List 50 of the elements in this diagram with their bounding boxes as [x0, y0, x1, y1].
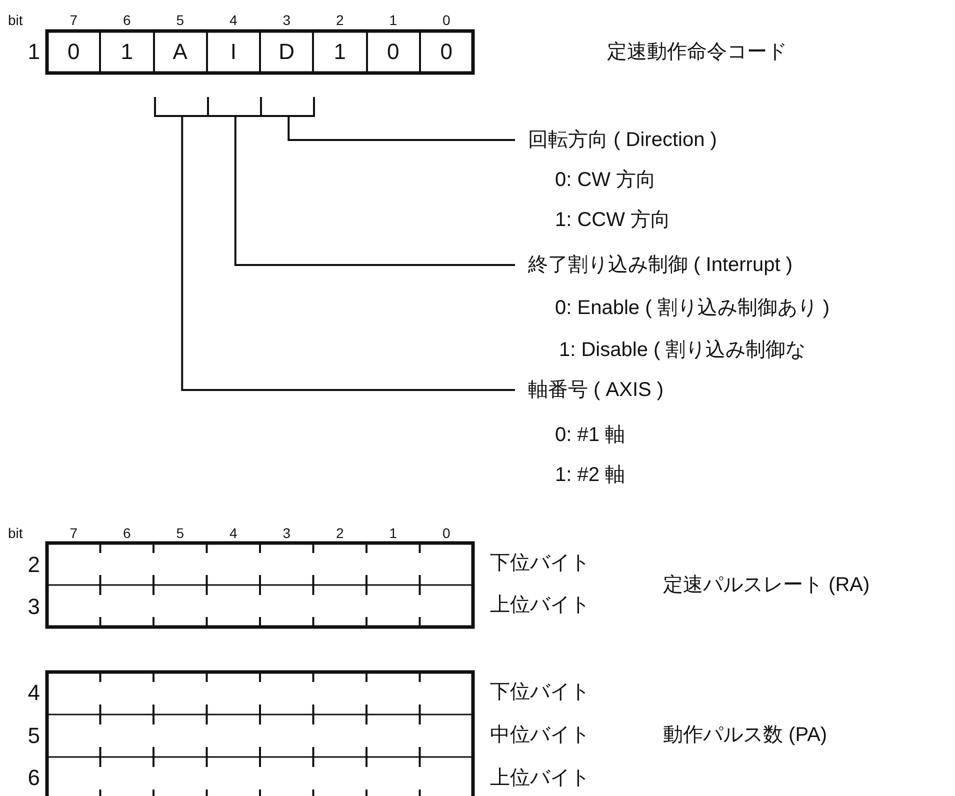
- bit-cell: D: [260, 31, 314, 73]
- option-text: 0: #1 軸: [555, 425, 626, 445]
- bit-number: 7: [70, 526, 78, 540]
- leader-line: [234, 116, 515, 266]
- option-text: 1: CCW 方向: [555, 210, 671, 230]
- option-text: 1: #2 軸: [555, 465, 626, 485]
- row-number: 4: [28, 682, 40, 704]
- byte-label: 上位バイト: [490, 595, 590, 615]
- bit-number: 5: [176, 13, 184, 27]
- bit-cell: 1: [100, 31, 154, 73]
- bit-number: 5: [176, 526, 184, 540]
- register-title: 定速動作命令コード: [607, 42, 787, 62]
- option-text: 0: Enable ( 割り込み制御あり ): [555, 298, 830, 318]
- bit-label: bit: [8, 13, 23, 27]
- bit-number: 2: [336, 13, 344, 27]
- leader-line: [181, 116, 515, 391]
- bit-number: 3: [282, 526, 291, 540]
- option-text: 0: CW 方向: [555, 170, 656, 190]
- bit-number: 7: [70, 13, 78, 27]
- field-name: 終了割り込み制御 ( Interrupt ): [528, 255, 792, 275]
- bit-number: 6: [122, 13, 131, 27]
- byte-label: 中位バイト: [490, 725, 590, 745]
- bit-number: 3: [282, 13, 291, 27]
- bit-cell: 0: [366, 31, 420, 73]
- field-name: 回転方向 ( Direction ): [528, 130, 717, 150]
- row-number: 2: [28, 554, 40, 576]
- bit-cell: 1: [313, 31, 366, 73]
- register-title: 定速パルスレート (RA): [663, 575, 870, 595]
- option-text: 1: Disable ( 割り込み制御な: [559, 340, 806, 360]
- bit-number: 4: [229, 13, 238, 27]
- bit-number: 0: [442, 13, 450, 27]
- field-name: 軸番号 ( AXIS ): [528, 380, 664, 400]
- bit-number: 6: [122, 526, 131, 540]
- byte-label: 上位バイト: [490, 768, 590, 788]
- row-number: 3: [28, 596, 40, 618]
- bit-cell: I: [206, 31, 260, 73]
- bit-cell: A: [154, 31, 207, 73]
- row-number: 1: [28, 41, 40, 63]
- bit-number: 2: [336, 526, 344, 540]
- register-title: 動作パルス数 (PA): [663, 725, 828, 745]
- bit-number: 1: [389, 13, 398, 27]
- bit-number: 0: [442, 526, 450, 540]
- byte-label: 下位バイト: [490, 553, 590, 573]
- bit-label: bit: [8, 526, 23, 540]
- bit-number: 1: [389, 526, 398, 540]
- byte-label: 下位バイト: [490, 682, 590, 702]
- bit-number: 4: [229, 526, 238, 540]
- row-number: 5: [28, 725, 40, 747]
- leader-line: [288, 116, 515, 141]
- row-number: 6: [28, 767, 40, 789]
